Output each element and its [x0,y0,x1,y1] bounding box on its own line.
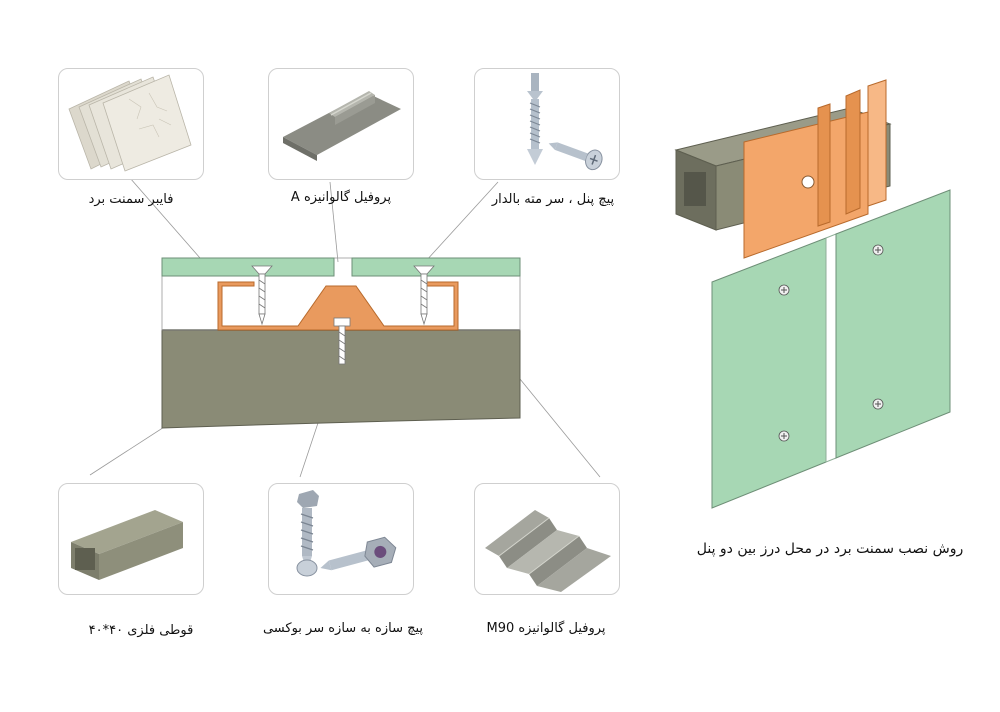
label-galvanized-profile-m90: پروفیل گالوانیزه M90 [486,621,606,636]
panel-left [711,237,827,509]
card-metal-box [58,483,204,595]
panel-screw-right [413,265,435,326]
frame-screw-center [333,317,351,365]
board-right [351,257,521,277]
cement-board-sheets-icon [68,74,192,172]
panel-screw-left [251,265,273,326]
card-galvanized-profile-m90 [474,483,620,595]
label-metal-box: قوطی فلزی ۴۰*۴۰ [88,623,194,638]
galvanized-profile-a-icon [283,91,401,161]
panel-screw-icon [527,73,603,171]
board-left [161,257,335,277]
label-galvanized-profile-a: پروفیل گالوانیزه A [290,190,392,205]
label-panel-screw: پیچ پنل ، سر مته بالدار [491,192,615,207]
card-galvanized-profile-a [268,68,414,180]
panel-right [835,189,951,459]
galvanized-profile-m90-icon [485,510,611,592]
label-box-head-screw: پیچ سازه به سازه سر بوکسی [262,621,424,636]
card-fiber-cement-board [58,68,204,180]
box-head-screw-icon [296,490,397,577]
metal-box-icon [71,510,183,580]
assembly-caption: روش نصب سمنت برد در محل درز بین دو پنل [696,541,964,557]
card-panel-screw [474,68,620,180]
card-box-head-screw [268,483,414,595]
label-fiber-cement-board: فایبر سمنت برد [88,192,174,207]
